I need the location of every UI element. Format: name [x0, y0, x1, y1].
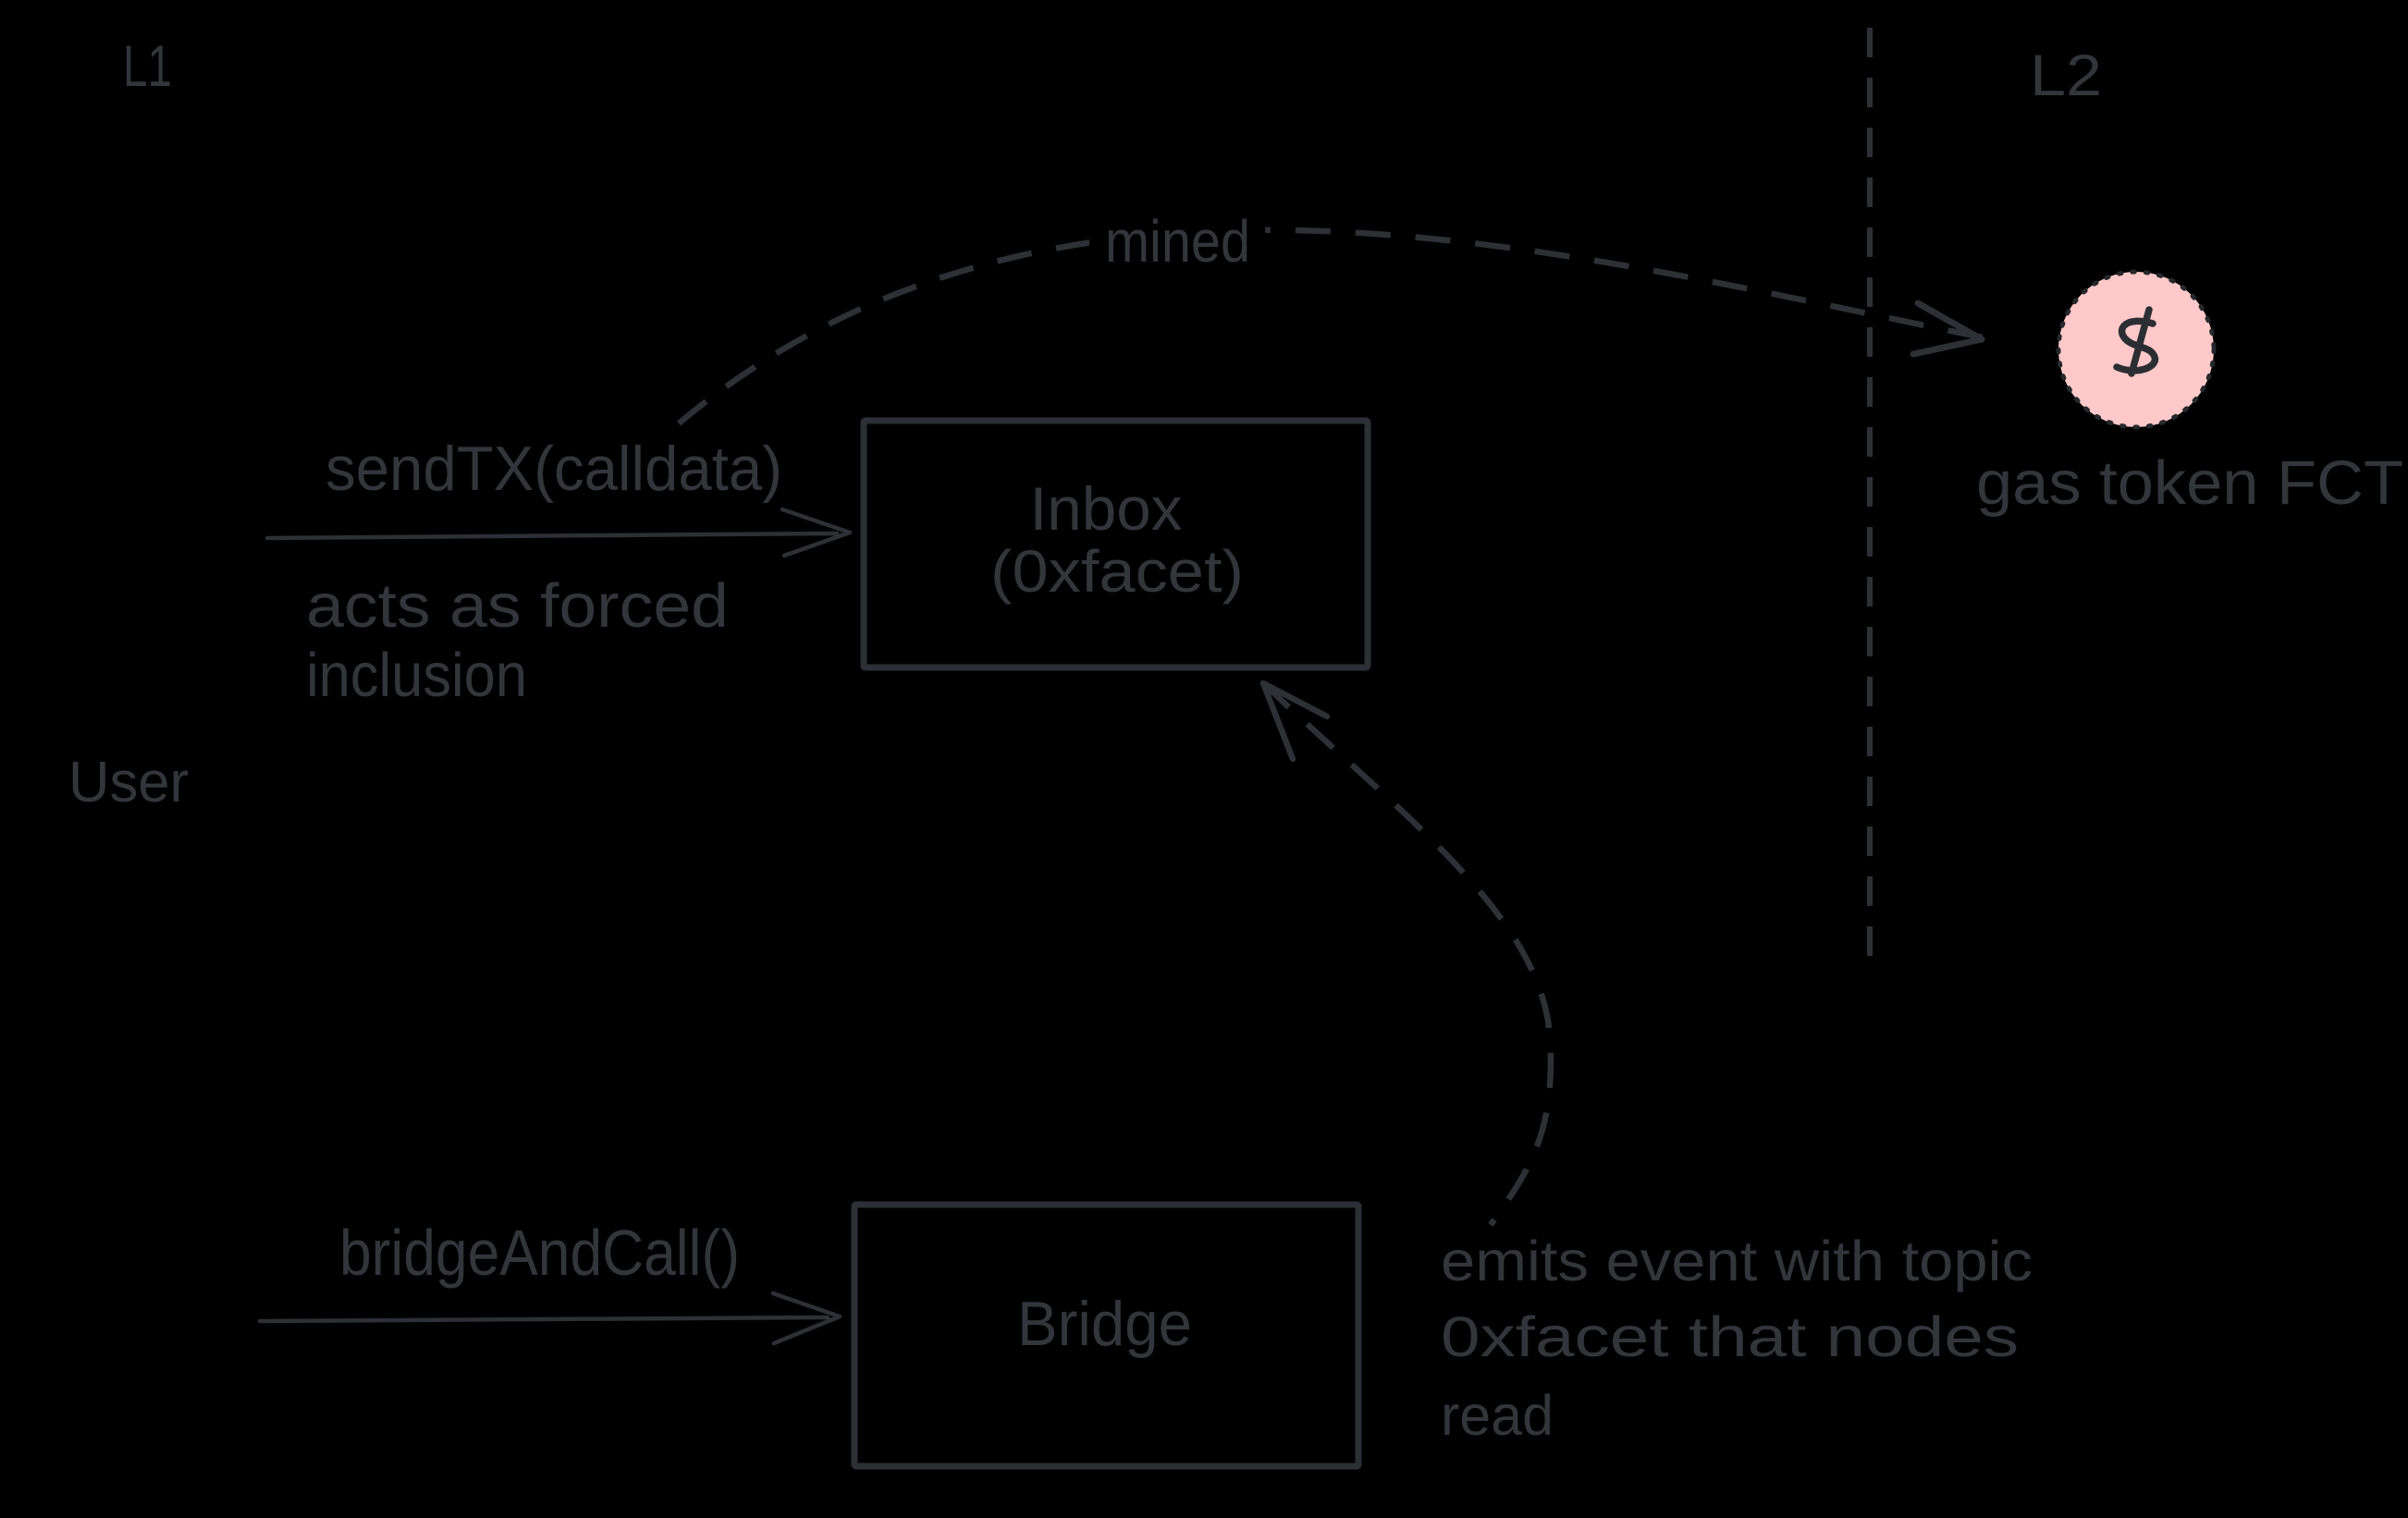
svg-text:User: User	[68, 751, 189, 814]
svg-text:read: read	[1441, 1384, 1554, 1447]
svg-text:0xfacet that nodes: 0xfacet that nodes	[1441, 1305, 2019, 1368]
svg-text:inclusion: inclusion	[306, 641, 527, 710]
svg-text:Inbox: Inbox	[1030, 474, 1183, 543]
svg-text:sendTX(calldata): sendTX(calldata)	[326, 434, 782, 504]
svg-text:acts as forced: acts as forced	[306, 571, 729, 641]
svg-text:bridgeAndCall(): bridgeAndCall()	[339, 1217, 740, 1289]
svg-text:(0xfacet): (0xfacet)	[990, 538, 1244, 605]
svg-text:L1: L1	[123, 34, 172, 99]
svg-text:emits event with topic: emits event with topic	[1441, 1230, 2033, 1292]
svg-text:Bridge: Bridge	[1017, 1289, 1192, 1359]
svg-text:gas token FCT: gas token FCT	[1976, 448, 2403, 518]
svg-text:L2: L2	[2030, 43, 2102, 108]
svg-text:mined: mined	[1105, 208, 1250, 275]
